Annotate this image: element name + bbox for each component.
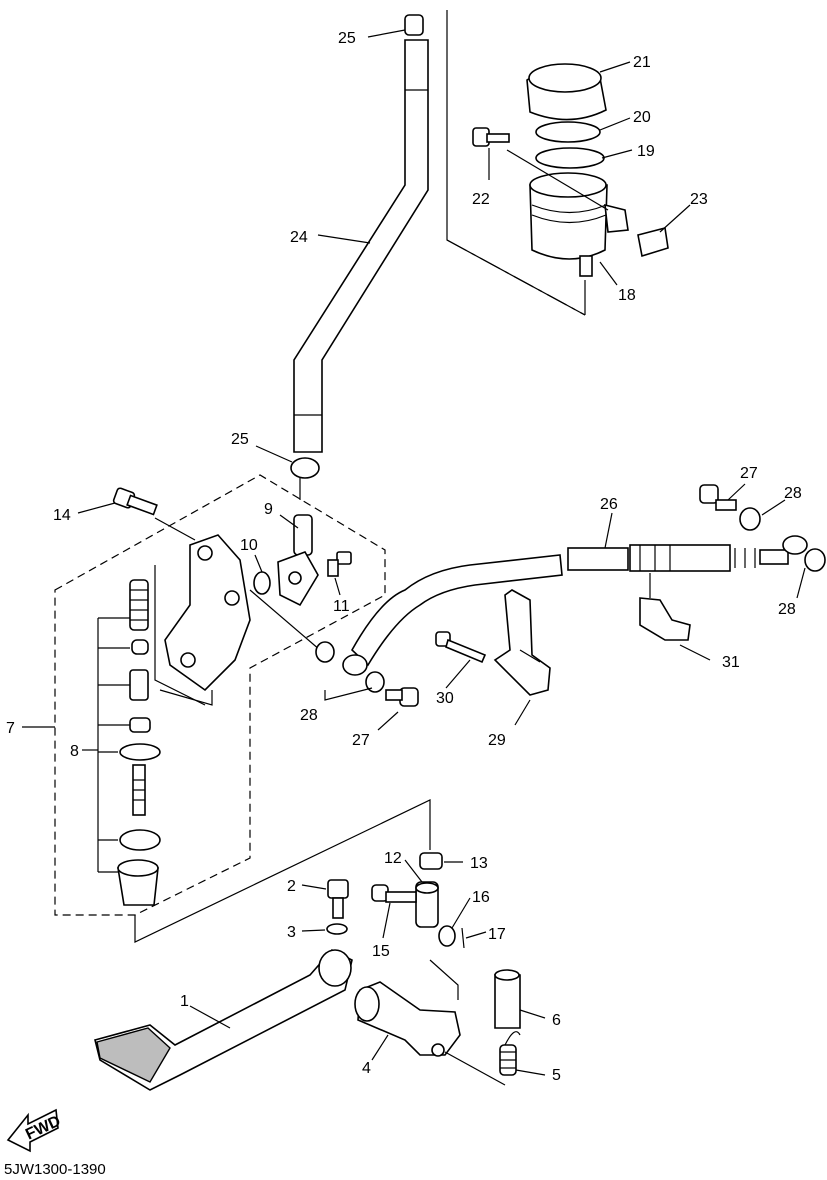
- pedal-shaft: [354, 981, 461, 1057]
- hose-holder: [639, 573, 691, 641]
- diagram-code: 5JW1300-1390: [4, 1161, 106, 1178]
- cotter-pin: [461, 927, 465, 949]
- callout-7: 7: [6, 720, 15, 737]
- callout-16: 16: [472, 889, 490, 906]
- callout-12: 12: [384, 850, 402, 867]
- diaphragm-plate: [535, 147, 605, 169]
- brake-hose: [342, 535, 808, 676]
- callout-23: 23: [690, 191, 708, 208]
- spring-collar: [494, 969, 521, 1029]
- reservoir-assembly: [446, 10, 669, 316]
- callout-24: 24: [290, 229, 308, 246]
- callout-29: 29: [488, 732, 506, 749]
- rod-end-joint: [415, 881, 439, 928]
- callout-10: 10: [240, 537, 258, 554]
- callout-25-lower: 25: [231, 431, 249, 448]
- o-ring: [253, 571, 271, 595]
- callout-27-left: 27: [352, 732, 370, 749]
- union-bolt-2: [699, 484, 737, 511]
- master-cylinder-body: [154, 534, 251, 706]
- bracket-bolt: [435, 631, 487, 664]
- callout-28-top: 28: [784, 485, 802, 502]
- callout-17: 17: [488, 926, 506, 943]
- callout-31: 31: [722, 654, 740, 671]
- pedal-washer: [326, 923, 348, 935]
- reservoir-body: [529, 172, 629, 277]
- callout-labels: 25 21 20 19 22 23 18 24 25 14 9 10 11 7 …: [6, 30, 802, 1084]
- callout-3: 3: [287, 924, 296, 941]
- callout-6: 6: [552, 1012, 561, 1029]
- hose-joint: [277, 514, 319, 607]
- pedal-bolt: [327, 879, 349, 919]
- piston-kit: [117, 579, 161, 906]
- return-spring: [444, 1031, 521, 1086]
- callout-21: 21: [633, 54, 651, 71]
- callout-26: 26: [600, 496, 618, 513]
- callout-4: 4: [362, 1060, 371, 1077]
- reservoir-bracket: [637, 227, 669, 258]
- callout-28-left: 28: [300, 707, 318, 724]
- master-cylinder-bolt: [112, 487, 158, 516]
- joint-pin: [371, 884, 417, 903]
- copper-washer-2: [365, 671, 385, 693]
- reservoir-hose: [293, 14, 429, 453]
- callout-25-upper: 25: [338, 30, 356, 47]
- rod-nut: [419, 852, 443, 870]
- hose-clamp-lower: [290, 457, 320, 479]
- callout-11: 11: [333, 598, 350, 615]
- callout-28-right: 28: [778, 601, 796, 618]
- pin-washer: [438, 925, 456, 947]
- callout-27-right: 27: [740, 465, 758, 482]
- copper-washer-4: [804, 548, 826, 572]
- callout-18: 18: [618, 287, 636, 304]
- callout-5: 5: [552, 1067, 561, 1084]
- union-screw: [327, 551, 352, 577]
- reservoir-cap: [526, 63, 607, 121]
- copper-washer-3: [739, 507, 761, 531]
- union-bolt-1: [385, 687, 419, 707]
- leader-lines: [22, 29, 806, 1076]
- callout-9: 9: [264, 501, 273, 518]
- callout-1: 1: [180, 993, 189, 1010]
- diaphragm: [535, 121, 601, 143]
- fwd-arrow: FWD: [6, 1108, 63, 1153]
- callout-14: 14: [53, 507, 71, 524]
- reservoir-bolt: [472, 127, 510, 147]
- copper-washer-1: [315, 641, 335, 663]
- callout-13: 13: [470, 855, 488, 872]
- callout-8: 8: [70, 743, 79, 760]
- callout-2: 2: [287, 878, 296, 895]
- callout-19: 19: [637, 143, 655, 160]
- brake-pedal: [94, 949, 353, 1091]
- callout-20: 20: [633, 109, 651, 126]
- callout-15: 15: [372, 943, 390, 960]
- hose-bracket: [493, 589, 551, 696]
- callout-30: 30: [436, 690, 454, 707]
- callout-22: 22: [472, 191, 490, 208]
